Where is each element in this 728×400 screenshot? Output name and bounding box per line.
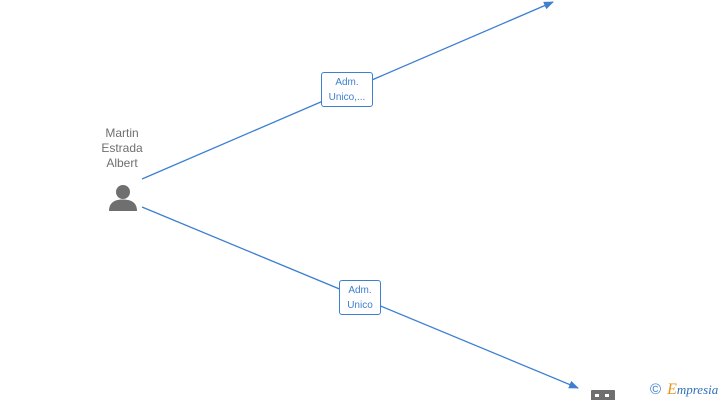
person-name-line: Albert xyxy=(106,156,138,170)
brand-name-rest: mpresia xyxy=(676,382,719,397)
brand-logo[interactable]: © Empresia xyxy=(650,380,718,400)
person-icon[interactable] xyxy=(109,185,137,211)
relation-label-line: Adm. xyxy=(348,285,372,296)
person-name-line: Estrada xyxy=(101,141,143,155)
company-icon[interactable] xyxy=(591,390,615,400)
brand-initial: E xyxy=(667,381,677,398)
relation-label-line: Unico xyxy=(347,300,373,311)
relation-label-line: Adm. xyxy=(335,77,359,88)
person-name[interactable]: Martin Estrada Albert xyxy=(83,126,161,171)
brand-wordmark: Empresia xyxy=(667,381,718,399)
copyright-icon: © xyxy=(650,381,662,398)
person-name-line: Martin xyxy=(105,126,139,140)
relation-label-bottom[interactable]: Adm. Unico xyxy=(339,280,381,315)
relation-label-line: Unico,... xyxy=(328,92,366,103)
relation-label-top[interactable]: Adm. Unico,... xyxy=(321,72,373,107)
